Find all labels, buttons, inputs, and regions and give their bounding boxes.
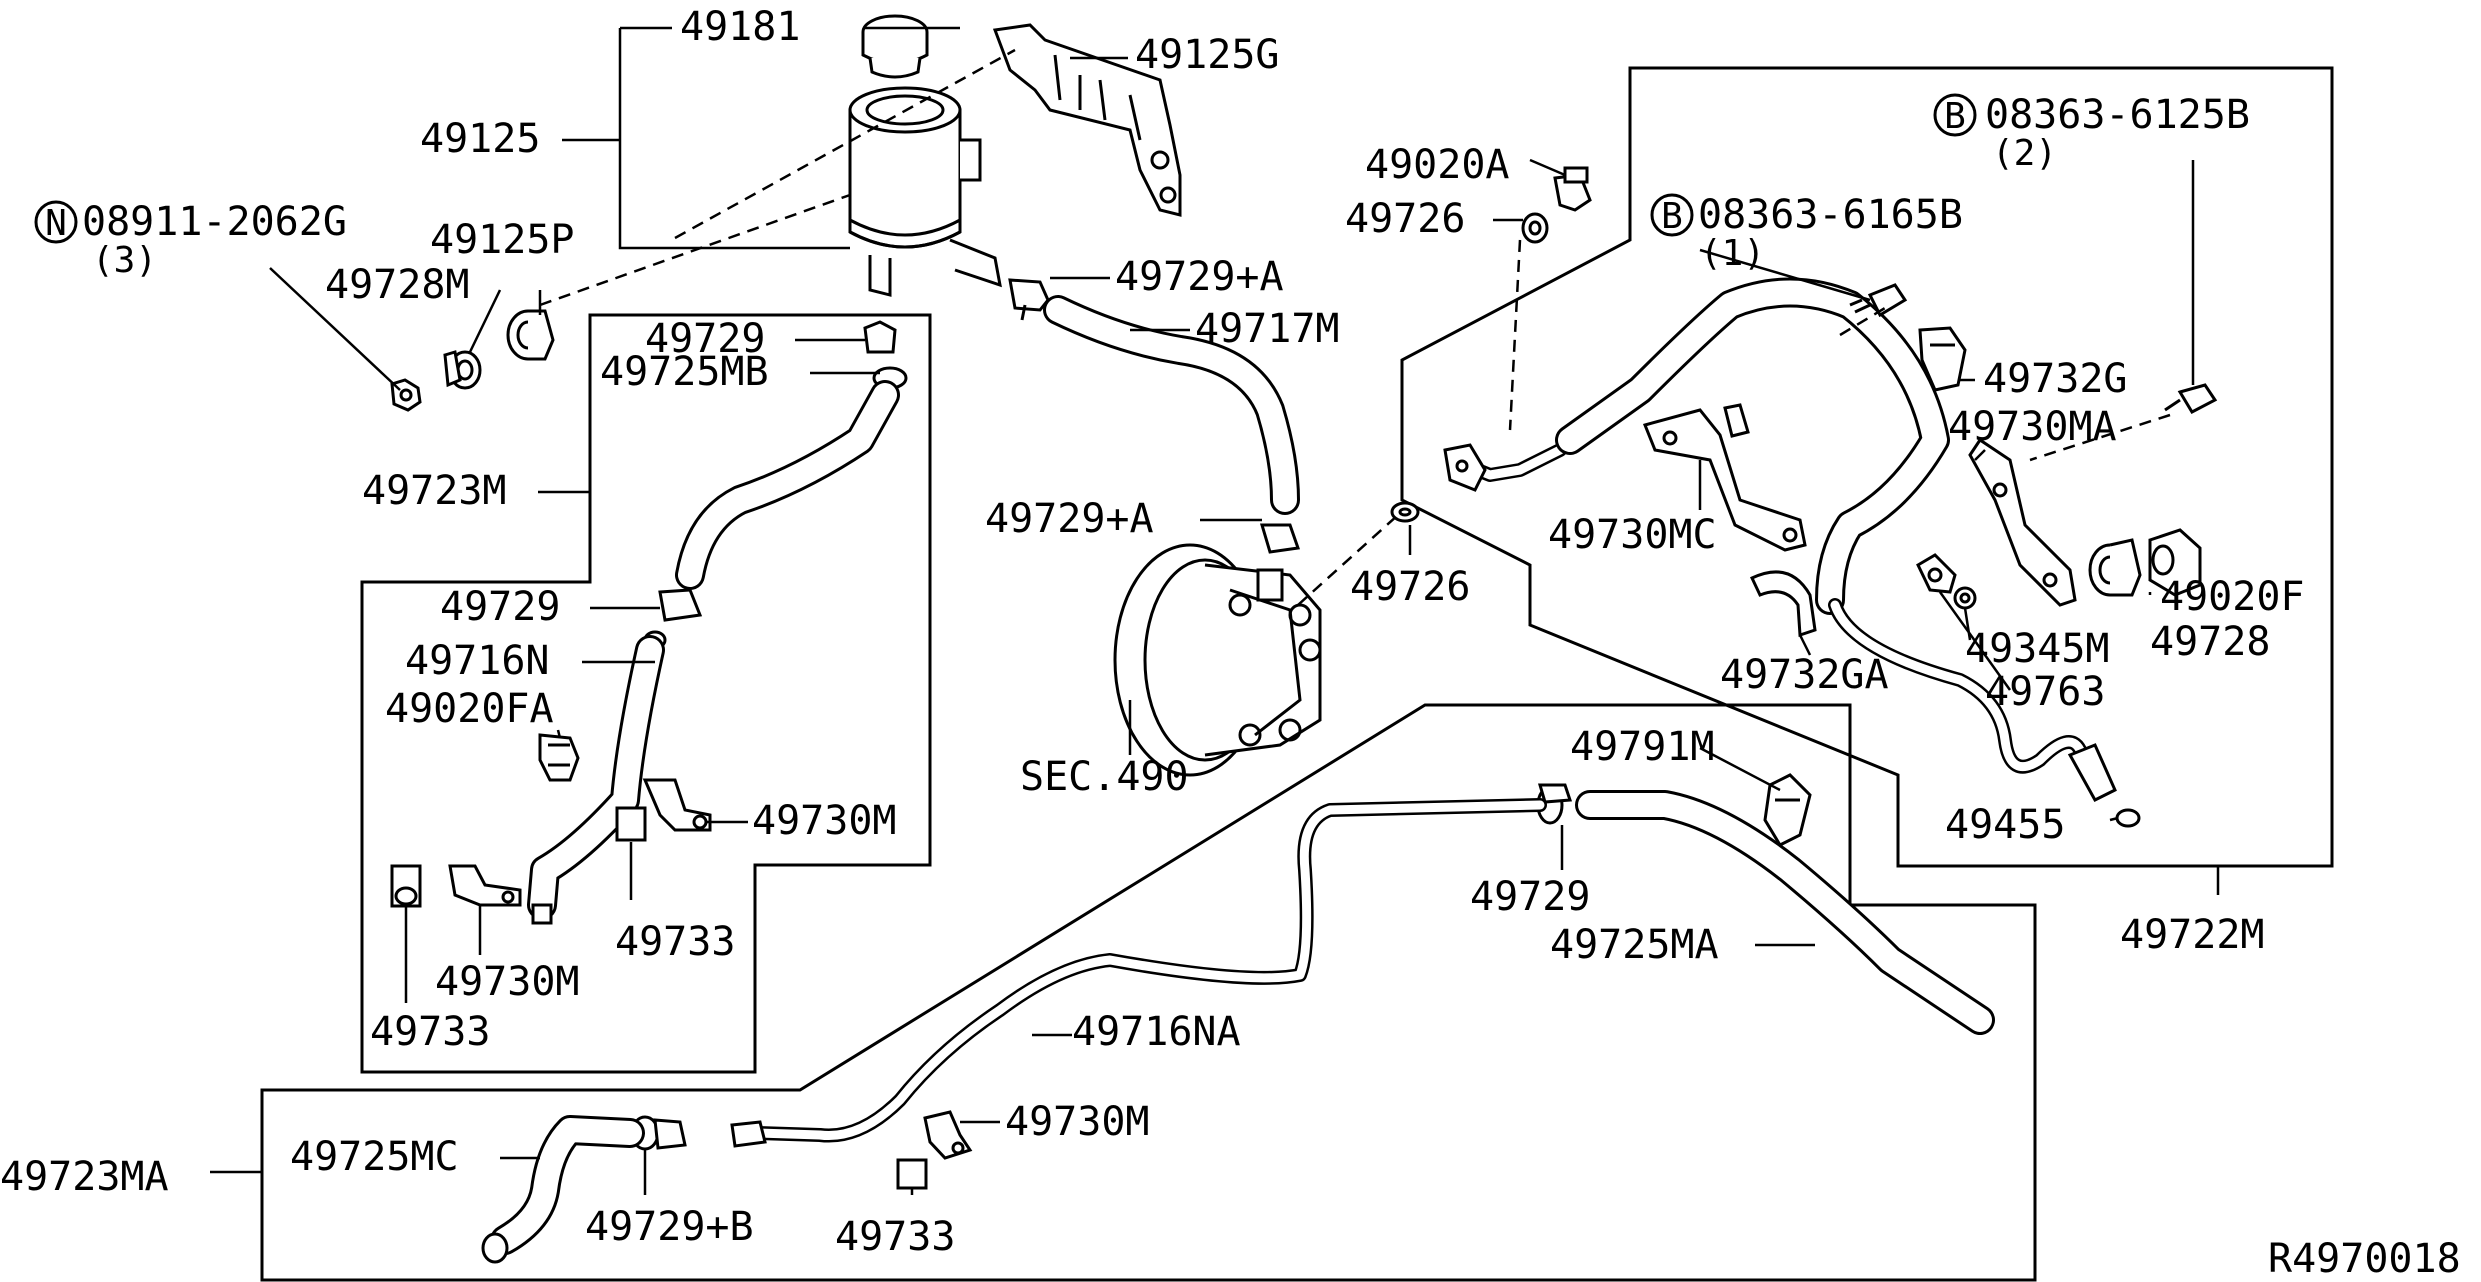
bolt-08363-6125B bbox=[2164, 383, 2218, 414]
label-49455: 49455 bbox=[1945, 802, 2065, 848]
clamp-49729pA-upper bbox=[1008, 278, 1050, 321]
bolt-08363-6165B bbox=[1849, 283, 1908, 318]
label-49729-lower: 49729 bbox=[440, 584, 560, 630]
label-49729pA-lower: 49729+A bbox=[985, 496, 1154, 542]
sensor-49763 bbox=[1916, 553, 1957, 594]
label-SEC490: SEC.490 bbox=[1020, 754, 1189, 800]
collar-49728 bbox=[2088, 538, 2142, 597]
bracket-49730MC bbox=[1642, 403, 1807, 552]
label-49730M-left: 49730M bbox=[752, 798, 897, 844]
svg-text:N: N bbox=[45, 203, 67, 244]
collar-49728M bbox=[443, 350, 482, 390]
label-49729-mid: 49729 bbox=[1470, 874, 1590, 920]
washer-49345M bbox=[1953, 586, 1977, 610]
diagram-reference-code: R4970018 bbox=[2268, 1236, 2461, 1282]
label-49020A: 49020A bbox=[1365, 142, 1510, 188]
label-49729pB: 49729+B bbox=[585, 1204, 754, 1250]
leader-lines bbox=[210, 26, 2220, 1195]
hose-49725MA bbox=[1575, 790, 1995, 1035]
pressure-hose-49722M bbox=[1458, 277, 2117, 802]
label-49729-upper: 49729 bbox=[645, 316, 765, 362]
svg-text:B: B bbox=[1661, 196, 1683, 237]
label-08911-2062G: 08911-2062G bbox=[82, 199, 347, 245]
label-49726-top: 49726 bbox=[1345, 196, 1465, 242]
bracket-49730M-bottom bbox=[923, 1110, 973, 1160]
connector-49020F bbox=[2148, 528, 2202, 597]
label-49732G: 49732G bbox=[1983, 356, 2128, 402]
label-08363-6125B: 08363-6125B bbox=[1985, 92, 2250, 138]
label-49345M: 49345M bbox=[1965, 626, 2110, 672]
label-49716NA: 49716NA bbox=[1072, 1009, 1241, 1055]
clamp-49729pA-lower bbox=[1259, 523, 1301, 554]
label-08911-qty: (3) bbox=[92, 240, 157, 281]
clamp-49732GA bbox=[1750, 570, 1817, 638]
label-49730MA: 49730MA bbox=[1948, 404, 2117, 450]
reservoir-bracket bbox=[992, 23, 1182, 217]
label-49125P: 49125P bbox=[430, 217, 575, 263]
reservoir-tank bbox=[848, 86, 1002, 297]
hose-49725MB bbox=[675, 380, 900, 590]
bracket-49730M-left bbox=[642, 778, 712, 832]
label-49723MA: 49723MA bbox=[0, 1154, 169, 1200]
label-49733-left: 49733 bbox=[615, 919, 735, 965]
marker-b-08363-6125B: B bbox=[1933, 93, 1977, 137]
label-49791M: 49791M bbox=[1570, 724, 1715, 770]
label-49725MA: 49725MA bbox=[1550, 922, 1719, 968]
label-49125G: 49125G bbox=[1135, 32, 1280, 78]
label-49181: 49181 bbox=[680, 4, 800, 50]
label-49717M: 49717M bbox=[1195, 306, 1340, 352]
label-49733-left2: 49733 bbox=[370, 1009, 490, 1055]
washer-49726-top bbox=[1521, 212, 1549, 244]
label-49716N: 49716N bbox=[405, 638, 550, 684]
label-49728: 49728 bbox=[2150, 619, 2270, 665]
grommet-49733-bottom bbox=[896, 1158, 928, 1190]
hose-49717M bbox=[1043, 295, 1300, 515]
marker-b-08363-6165B: B bbox=[1650, 193, 1694, 237]
bracket-49730M-left2 bbox=[448, 864, 522, 907]
reservoir-cap bbox=[861, 14, 929, 79]
marker-n-08911: N bbox=[34, 200, 78, 244]
label-49020FA: 49020FA bbox=[385, 686, 554, 732]
clamp-49732G bbox=[1918, 326, 1967, 392]
group-frame-49723M bbox=[360, 313, 932, 1074]
label-49733-bottom: 49733 bbox=[835, 1214, 955, 1260]
label-49020F: 49020F bbox=[2160, 574, 2305, 620]
label-08363-6165B: 08363-6165B bbox=[1698, 192, 1963, 238]
label-08363-6165B-qty: (1) bbox=[1700, 233, 1765, 274]
connector-49020FA bbox=[538, 733, 580, 782]
label-49726-pump: 49726 bbox=[1350, 564, 1470, 610]
clamp-49791M bbox=[1763, 773, 1812, 847]
grommet-49733-left bbox=[615, 806, 647, 842]
label-49725MB: 49725MB bbox=[600, 349, 769, 395]
grommet-49733-left2 bbox=[390, 864, 422, 908]
fitting-at-pump bbox=[1443, 443, 1487, 492]
nut-08911 bbox=[390, 378, 422, 412]
bracket-49730MA bbox=[1968, 437, 2077, 607]
label-49723M: 49723M bbox=[362, 468, 507, 514]
label-49722M: 49722M bbox=[2120, 912, 2265, 958]
hose-49725MC bbox=[481, 1115, 645, 1264]
label-49730MC: 49730MC bbox=[1548, 512, 1717, 558]
group-frame-49722M bbox=[1400, 66, 2334, 868]
label-49732GA: 49732GA bbox=[1720, 652, 1889, 698]
label-49763: 49763 bbox=[1985, 669, 2105, 715]
grommet-49125P bbox=[506, 309, 555, 361]
pipe-49716NA bbox=[730, 798, 1547, 1148]
power-steering-pump bbox=[1113, 543, 1322, 777]
label-49125: 49125 bbox=[420, 116, 540, 162]
o-ring-49455 bbox=[2115, 808, 2141, 828]
label-49728M: 49728M bbox=[325, 262, 470, 308]
label-49730M-bottom: 49730M bbox=[1005, 1099, 1150, 1145]
label-08363-6125B-qty: (2) bbox=[1992, 133, 2057, 174]
group-frame-49125 bbox=[618, 28, 850, 250]
hose-49716N bbox=[527, 635, 665, 925]
connector-49020A bbox=[1553, 166, 1592, 212]
clamp-49729-upper bbox=[863, 320, 908, 390]
label-49729pA-upper: 49729+A bbox=[1115, 254, 1284, 300]
label-49725MC: 49725MC bbox=[290, 1134, 459, 1180]
svg-text:B: B bbox=[1944, 96, 1966, 137]
label-49730M-left2: 49730M bbox=[435, 959, 580, 1005]
washer-49726-pump bbox=[1390, 501, 1420, 523]
